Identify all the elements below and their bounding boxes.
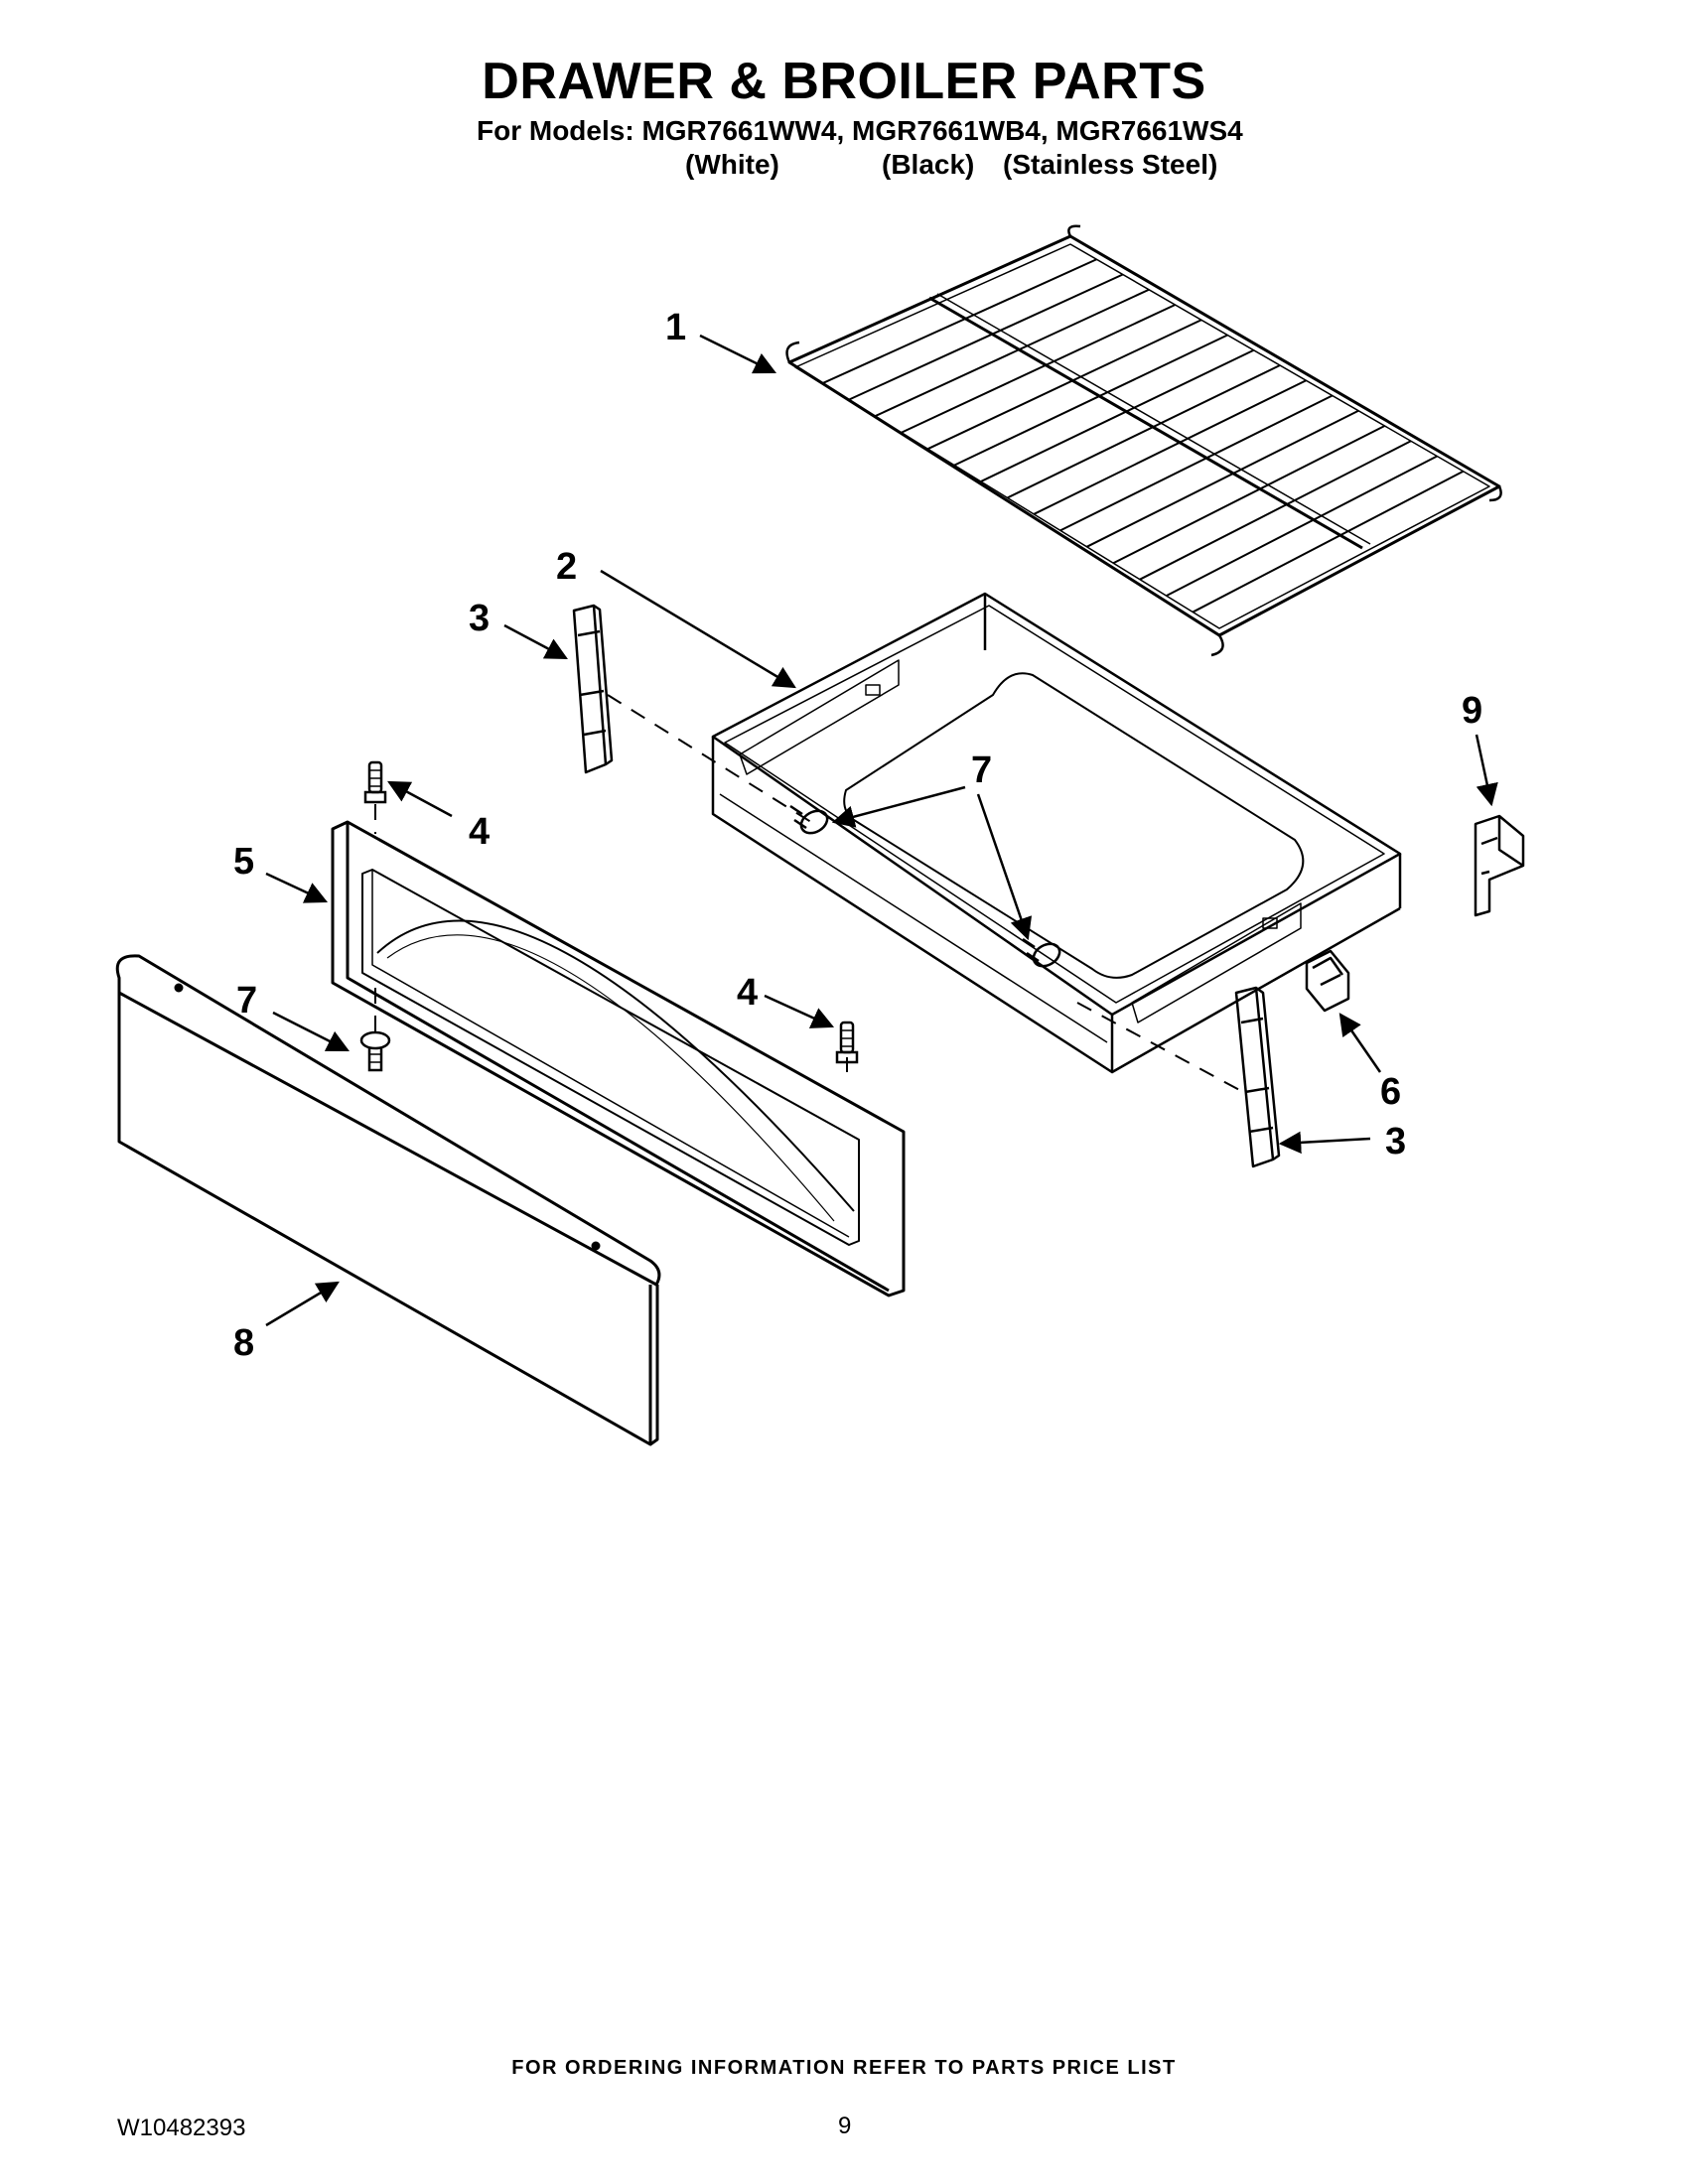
ordering-info-note: FOR ORDERING INFORMATION REFER TO PARTS … xyxy=(511,2057,1177,2079)
callout-7: 7 xyxy=(236,980,257,1022)
document-number: W10482393 xyxy=(117,2115,246,2141)
rack-bar xyxy=(1086,409,1359,548)
callout-3: 3 xyxy=(469,598,490,639)
screw-drawer-left-part xyxy=(789,804,829,835)
callout-3: 3 xyxy=(1385,1121,1406,1162)
variant-black: (Black) xyxy=(882,149,975,180)
drawer-front-frame-part xyxy=(331,820,906,1297)
rack-bar xyxy=(1007,364,1281,499)
rack-bar xyxy=(1192,470,1465,614)
screw-drawer-right-part xyxy=(1022,937,1061,968)
callout-4: 4 xyxy=(737,972,758,1014)
rack-bar xyxy=(847,273,1124,401)
callout-1: 1 xyxy=(665,307,686,348)
stud-left-part xyxy=(363,760,387,804)
rack-bar xyxy=(980,348,1255,482)
rack-bar xyxy=(901,304,1176,434)
rack-bar xyxy=(953,334,1228,467)
screw-panel-part xyxy=(359,1030,391,1072)
rack-bar xyxy=(1166,455,1438,598)
page-title: DRAWER & BROILER PARTS xyxy=(482,53,1206,110)
rack-bar xyxy=(1139,440,1412,581)
oven-rack-part xyxy=(785,224,1502,657)
assembly-guide-lines xyxy=(374,694,1244,1093)
bracket-part xyxy=(1474,814,1525,917)
drawer-slide-left-part xyxy=(572,604,614,774)
rack-bar xyxy=(874,288,1150,418)
variant-stainless-steel: (Stainless Steel) xyxy=(1003,149,1218,180)
callout-6: 6 xyxy=(1380,1071,1401,1113)
callout-4: 4 xyxy=(469,811,490,853)
stud-right-part xyxy=(835,1021,859,1064)
callout-2: 2 xyxy=(556,546,577,588)
callout-9: 9 xyxy=(1462,690,1482,732)
page-number: 9 xyxy=(838,2113,852,2139)
rack-bar xyxy=(1112,425,1385,565)
rack-bar xyxy=(1033,379,1307,515)
leader-arrows xyxy=(265,334,1498,1327)
drawer-panel-part xyxy=(115,954,661,1446)
callout-7: 7 xyxy=(971,750,992,791)
callout-8: 8 xyxy=(233,1322,254,1364)
rack-bar xyxy=(1059,394,1334,532)
callout-labels: 1 2 3 3 4 4 5 6 7 7 8 9 xyxy=(233,307,1482,1364)
callout-5: 5 xyxy=(233,841,254,883)
clip-part xyxy=(1305,949,1350,1013)
rack-bar xyxy=(821,258,1097,385)
variant-white: (White) xyxy=(685,149,779,180)
rack-bar xyxy=(927,319,1202,451)
drawer-slide-right-part xyxy=(1234,986,1281,1168)
models-line: For Models: MGR7661WW4, MGR7661WB4, MGR7… xyxy=(477,115,1243,146)
